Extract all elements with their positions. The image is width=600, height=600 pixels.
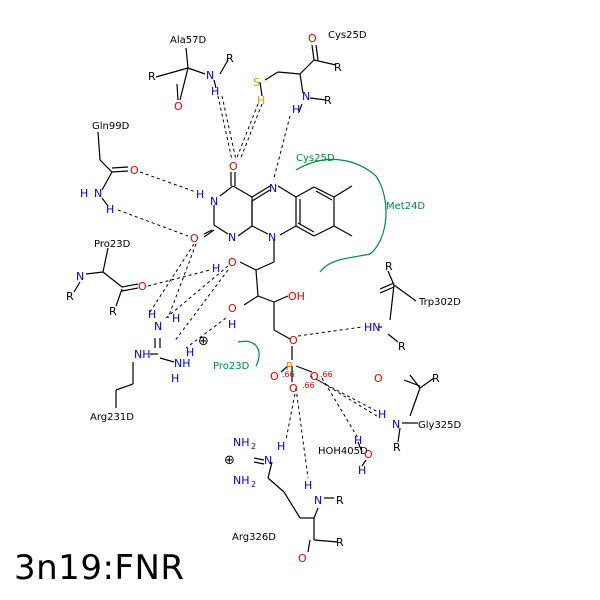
atom-r: R (109, 305, 117, 318)
atom-h: H (106, 203, 114, 216)
atom-h: H (228, 318, 236, 331)
arc-label-met24: Met24D (386, 201, 425, 212)
atom-r: R (432, 372, 440, 385)
residue-label-arg326: Arg326D (232, 532, 276, 543)
atom-o: O (310, 370, 319, 383)
atom-n: N (76, 270, 84, 283)
atom-h: H (257, 94, 265, 107)
atom-h: H (292, 103, 300, 116)
atom-sub2: 2 (251, 442, 256, 451)
atom-o: O (298, 552, 307, 565)
page-title: 3n19:FNR (14, 548, 185, 588)
atom-o: O (374, 372, 383, 385)
hydrogen-bonds (117, 95, 381, 479)
atom-r: R (393, 441, 401, 454)
atom-n: N (314, 494, 322, 507)
atom-hn: HN (364, 321, 381, 334)
atom-o: O (289, 334, 298, 347)
atom-r: R (324, 94, 332, 107)
atom-h: H (196, 188, 204, 201)
atom-o: O (138, 280, 147, 293)
positive-charge-icon: ⊕ (224, 453, 235, 468)
atom-o: O (190, 232, 199, 245)
atom-n: N (302, 90, 310, 103)
partial-charge: .66 (302, 381, 315, 390)
atom-h: H (378, 408, 386, 421)
arc-label-pro23: Pro23D (213, 361, 250, 372)
atom-r: R (66, 290, 74, 303)
atom-r: R (148, 70, 156, 83)
atom-r: R (336, 494, 344, 507)
residue-label-gln99: Gln99D (92, 121, 130, 132)
atom-o: O (228, 302, 237, 315)
atom-o: O (228, 256, 237, 269)
residue-label-hoh405: HOH405D (318, 446, 368, 457)
atom-h: H (172, 312, 180, 325)
residue-label-arg231: Arg231D (90, 412, 134, 423)
atom-o: O (229, 160, 238, 173)
arc-label-cys25: Cys25D (296, 153, 335, 164)
atom-h: H (212, 262, 220, 275)
atom-o: O (270, 370, 279, 383)
atom-h: H (211, 85, 219, 98)
atom-n: N (228, 231, 236, 244)
atom-n: N (154, 320, 162, 333)
atom-h: H (171, 372, 179, 385)
atom-nh2: NH (233, 474, 250, 487)
residue-label-pro23-left: Pro23D (94, 239, 131, 250)
atom-p: P (286, 360, 293, 373)
atom-o: O (308, 32, 317, 45)
atom-n: N (206, 69, 214, 82)
atom-o: O (364, 448, 373, 461)
bond-lines (73, 44, 435, 553)
atom-n: N (392, 418, 400, 431)
atom-n: N (94, 187, 102, 200)
partial-charge: .66 (320, 370, 333, 379)
atom-r: R (398, 340, 406, 353)
atom-h: H (304, 479, 312, 492)
atom-nh: NH (134, 348, 151, 361)
atom-n: N (210, 195, 218, 208)
atom-s: S (253, 76, 260, 89)
hydrophobic-contact-arcs (237, 158, 387, 367)
atom-r: R (385, 260, 393, 273)
atom-h: H (148, 308, 156, 321)
atom-o: O (289, 382, 298, 395)
atom-n: N (269, 182, 277, 195)
atom-r: R (226, 52, 234, 65)
atom-o: O (174, 100, 183, 113)
atom-h: H (358, 464, 366, 477)
atom-oh: OH (288, 290, 305, 303)
residue-label-trp302: Trp302D (418, 297, 461, 308)
atom-r: R (336, 536, 344, 549)
partial-charge: .66 (282, 370, 295, 379)
atom-o: O (130, 164, 139, 177)
atom-h: H (354, 434, 362, 447)
atom-h: H (80, 187, 88, 200)
residue-label-ala57: Ala57D (170, 35, 206, 46)
atom-sub2: 2 (251, 480, 256, 489)
positive-charge-icon: ⊕ (198, 334, 209, 349)
atom-n: N (268, 231, 276, 244)
atom-r: R (334, 61, 342, 74)
atom-h: H (277, 440, 285, 453)
atom-nh: NH (174, 357, 191, 370)
atom-h: H (186, 346, 194, 359)
atom-nh2: NH (233, 436, 250, 449)
residue-label-gly325: Gly325D (418, 420, 462, 431)
residue-label-cys25-top: Cys25D (328, 30, 367, 41)
atom-n: N (264, 454, 272, 467)
